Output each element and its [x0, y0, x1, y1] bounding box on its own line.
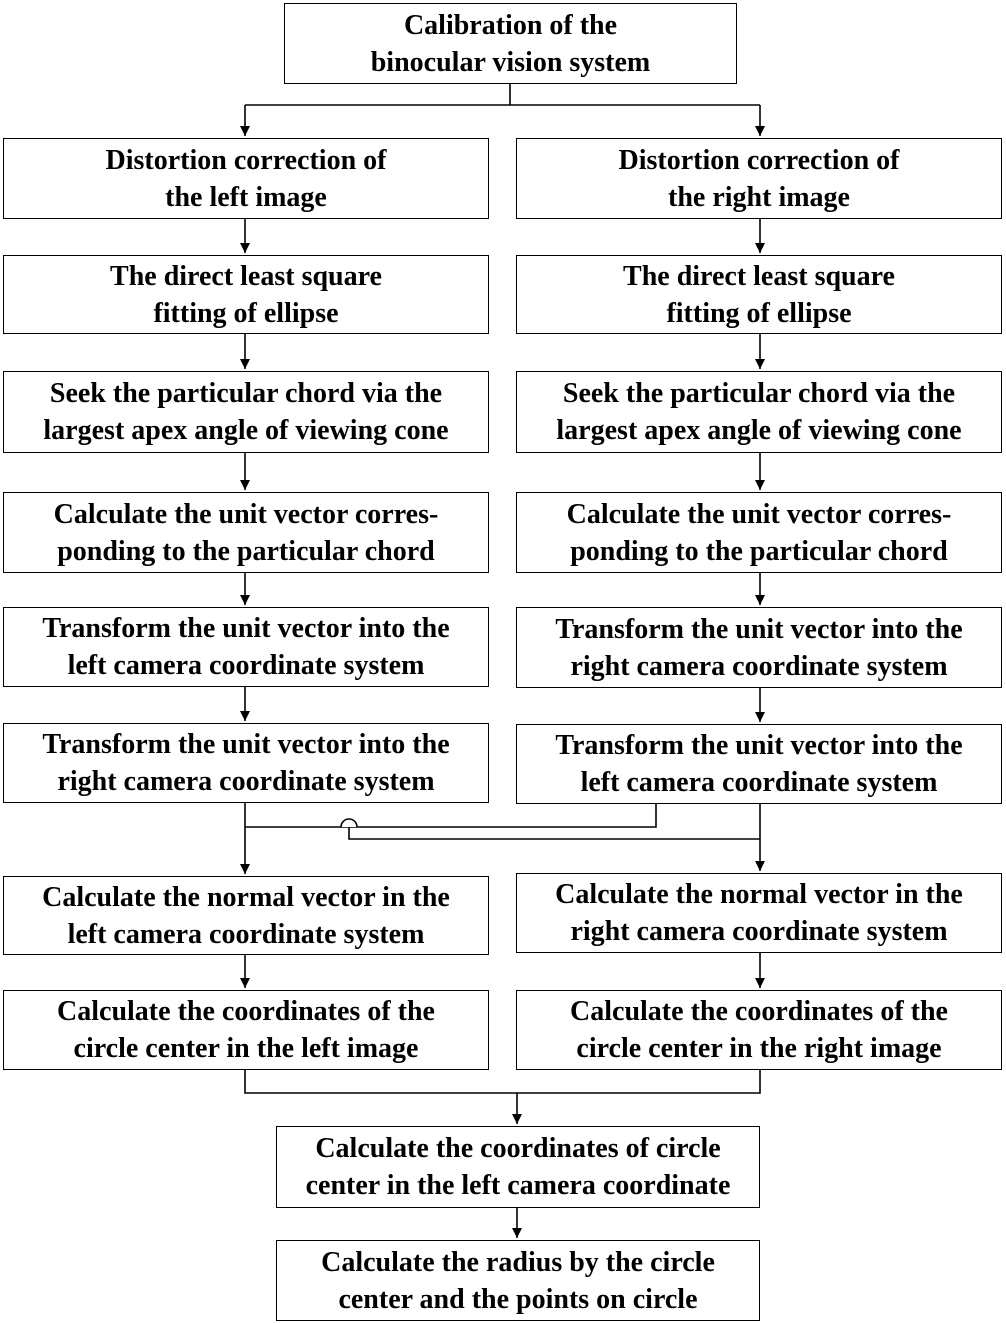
node-radius: Calculate the radius by the circle cente… — [276, 1240, 760, 1321]
node-left-fitting: The direct least square fitting of ellip… — [3, 255, 489, 334]
node-left-chord: Seek the particular chord via the larges… — [3, 371, 489, 453]
node-calibration-label: Calibration of the binocular vision syst… — [370, 9, 651, 78]
node-left-transform-right-label: Transform the unit vector into the right… — [42, 729, 450, 797]
node-right-fitting: The direct least square fitting of ellip… — [516, 255, 1002, 334]
node-right-chord-label: Seek the particular chord via the larges… — [556, 378, 962, 446]
node-right-transform-left-label: Transform the unit vector into the left … — [555, 730, 963, 798]
connector-right-transform-to-left-normal — [245, 804, 657, 828]
node-left-fitting-label: The direct least square fitting of ellip… — [110, 260, 382, 329]
node-right-chord: Seek the particular chord via the larges… — [516, 371, 1002, 453]
node-left-distortion-label: Distortion correction of the left image — [105, 144, 387, 213]
node-left-transform-left-label: Transform the unit vector into the left … — [42, 613, 450, 681]
node-center-3d-label: Calculate the coordinates of circle cent… — [305, 1133, 731, 1201]
line-crossing-jumper — [340, 818, 358, 828]
node-left-unit-vector: Calculate the unit vector corres- pondin… — [3, 492, 489, 573]
node-right-transform-left: Transform the unit vector into the left … — [516, 724, 1002, 804]
node-calibration: Calibration of the binocular vision syst… — [284, 3, 737, 84]
node-center-3d: Calculate the coordinates of circle cent… — [276, 1126, 760, 1208]
node-right-unit-vector: Calculate the unit vector corres- pondin… — [516, 492, 1002, 573]
node-right-normal: Calculate the normal vector in the right… — [516, 873, 1002, 953]
node-right-center: Calculate the coordinates of the circle … — [516, 990, 1002, 1070]
node-left-distortion: Distortion correction of the left image — [3, 138, 489, 219]
node-left-transform-right: Transform the unit vector into the right… — [3, 723, 489, 803]
node-right-transform-right: Transform the unit vector into the right… — [516, 607, 1002, 688]
node-left-center-label: Calculate the coordinates of the circle … — [57, 996, 435, 1064]
node-left-center: Calculate the coordinates of the circle … — [3, 990, 489, 1070]
node-right-fitting-label: The direct least square fitting of ellip… — [623, 260, 895, 329]
node-right-center-label: Calculate the coordinates of the circle … — [570, 996, 948, 1064]
node-right-distortion: Distortion correction of the right image — [516, 138, 1002, 219]
node-right-distortion-label: Distortion correction of the right image — [618, 144, 900, 213]
node-right-unit-vector-label: Calculate the unit vector corres- pondin… — [566, 498, 952, 567]
connector-calibration-split — [245, 84, 760, 106]
node-left-transform-left: Transform the unit vector into the left … — [3, 607, 489, 687]
node-right-normal-label: Calculate the normal vector in the right… — [555, 879, 963, 947]
node-left-chord-label: Seek the particular chord via the larges… — [43, 378, 449, 446]
node-left-unit-vector-label: Calculate the unit vector corres- pondin… — [53, 498, 439, 567]
node-left-normal: Calculate the normal vector in the left … — [3, 876, 489, 955]
connector-left-transform-to-right-normal — [348, 827, 760, 840]
node-radius-label: Calculate the radius by the circle cente… — [321, 1246, 715, 1315]
connector-merge — [244, 1070, 761, 1094]
node-right-transform-right-label: Transform the unit vector into the right… — [555, 613, 963, 682]
node-left-normal-label: Calculate the normal vector in the left … — [42, 881, 450, 950]
